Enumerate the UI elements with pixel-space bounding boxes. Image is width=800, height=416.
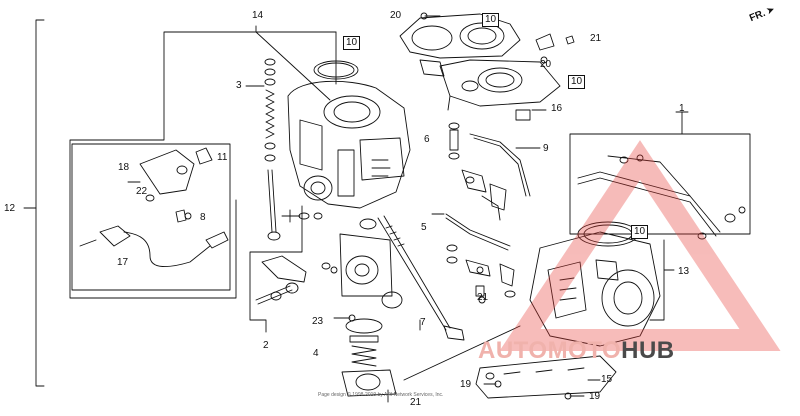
airbox-top-plate — [399, 12, 575, 121]
callout-19-right: 19 — [589, 391, 601, 402]
callout-16: 16 — [551, 103, 563, 114]
callout-10-top: 10 — [343, 36, 361, 50]
bracket-14 — [69, 25, 257, 299]
watermark-part-hub: HUB — [621, 337, 675, 364]
callout-17: 17 — [117, 257, 129, 268]
callout-10-airbox-lower: 10 — [568, 75, 586, 89]
callout-9: 9 — [543, 143, 549, 154]
watermark-text: AUTOMOTOHUB — [478, 337, 675, 365]
spring-stack-3 — [245, 58, 323, 241]
bracket-13 — [649, 239, 675, 321]
callout-10-airbox: 10 — [482, 13, 500, 27]
box-throttle-link — [71, 143, 231, 291]
base-plate-15 — [475, 355, 617, 399]
callout-10-right-carb: 10 — [631, 225, 649, 239]
callout-18: 18 — [118, 162, 130, 173]
callout-21-mid: 21 — [477, 292, 489, 303]
right-carburetor-body — [529, 221, 661, 347]
callout-21-bottom: 21 — [410, 397, 422, 408]
watermark-part-auto: AUTO — [478, 337, 548, 364]
link-rod-9 — [448, 122, 541, 221]
callout-15: 15 — [601, 374, 613, 385]
callout-3: 3 — [236, 80, 242, 91]
callout-21-top: 21 — [590, 33, 602, 44]
callout-12: 12 — [4, 203, 16, 214]
throttle-link-sub-assy — [79, 147, 229, 267]
callout-1: 1 — [679, 103, 685, 114]
callout-7: 7 — [420, 317, 426, 328]
callout-4: 4 — [313, 348, 319, 359]
callout-19-left: 19 — [460, 379, 472, 390]
linkage-2 — [255, 255, 338, 305]
callout-20-top: 20 — [390, 10, 402, 21]
watermark-part-moto: MOTO — [547, 337, 622, 364]
left-carburetor-body — [287, 60, 411, 209]
callout-11: 11 — [217, 152, 228, 163]
callout-5: 5 — [421, 222, 427, 233]
callout-14: 14 — [252, 10, 264, 21]
link-bracket-5 — [431, 213, 516, 304]
bracket-1 — [569, 111, 751, 235]
screws-19 — [483, 380, 585, 400]
copyright-footnote: Page design © 1998-2019 by ARI Network S… — [318, 392, 444, 398]
throttle-link-rod — [577, 154, 746, 240]
diaphragm-assembly-4 — [333, 218, 403, 403]
bracket-12 — [35, 19, 45, 387]
bracket-2 — [249, 205, 303, 333]
callout-8: 8 — [200, 212, 206, 223]
callout-23: 23 — [312, 316, 324, 327]
callout-20-mid: 20 — [540, 59, 552, 70]
callout-13: 13 — [678, 266, 690, 277]
watermark-logo-triangle — [499, 140, 781, 351]
callout-22: 22 — [136, 186, 148, 197]
callout-2: 2 — [263, 340, 269, 351]
callout-6: 6 — [424, 134, 430, 145]
choke-assembly-7 — [377, 215, 465, 341]
